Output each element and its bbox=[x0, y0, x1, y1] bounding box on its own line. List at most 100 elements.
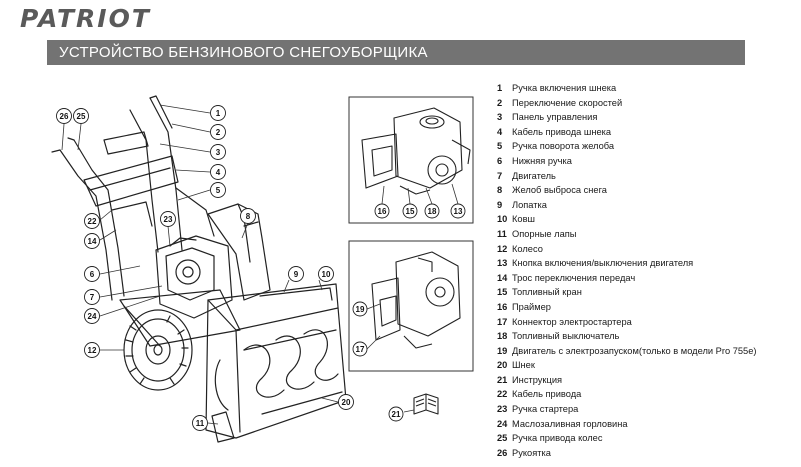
manual-book-icon: 21 bbox=[388, 393, 439, 422]
callout-12-text: 12 bbox=[88, 346, 97, 355]
legend-label: Инструкция bbox=[512, 374, 563, 385]
legend-item: 2 Переключение скоростей bbox=[497, 96, 797, 111]
callout-25-text: 25 bbox=[77, 112, 86, 121]
legend-label: Маслозаливная горловина bbox=[512, 418, 628, 429]
legend-number: 12 bbox=[497, 243, 508, 254]
callout-20: 20 bbox=[338, 394, 354, 410]
callout-1: 1 bbox=[210, 105, 226, 121]
legend-item: 23 Ручка стартера bbox=[497, 402, 797, 417]
callout-23-text: 23 bbox=[164, 215, 173, 224]
callout-26: 26 bbox=[56, 108, 72, 124]
callout-3: 3 bbox=[210, 144, 226, 160]
legend-label: Кабель привода bbox=[512, 389, 582, 400]
callout-20-text: 20 bbox=[342, 398, 351, 407]
callout-3-text: 3 bbox=[216, 148, 221, 157]
legend-label: Праймер bbox=[512, 301, 551, 312]
main-leader-lines bbox=[61, 104, 339, 425]
legend-label: Ручка привода колес bbox=[512, 433, 603, 444]
legend-label: Двигатель с электрозапуском(только в мод… bbox=[512, 345, 757, 356]
callout-18-text: 18 bbox=[428, 207, 437, 216]
legend-number: 17 bbox=[497, 316, 508, 327]
callout-11-text: 11 bbox=[196, 419, 205, 428]
callout-2-text: 2 bbox=[216, 128, 221, 137]
callout-14-text: 14 bbox=[88, 237, 97, 246]
callout-5-text: 5 bbox=[216, 186, 221, 195]
callout-16-text: 16 bbox=[378, 207, 387, 216]
legend-number: 19 bbox=[497, 345, 508, 356]
legend-item: 25 Ручка привода колес bbox=[497, 431, 797, 446]
callout-23: 23 bbox=[160, 211, 176, 227]
legend-item: 16 Праймер bbox=[497, 300, 797, 315]
legend-number: 15 bbox=[497, 287, 508, 298]
callout-7: 7 bbox=[84, 289, 100, 305]
legend-label: Лопатка bbox=[512, 199, 547, 210]
legend-number: 24 bbox=[497, 418, 508, 429]
legend-number: 6 bbox=[497, 155, 503, 166]
callout-22: 22 bbox=[84, 213, 100, 229]
legend-label: Рукоятка bbox=[512, 447, 551, 458]
engine-illustration bbox=[155, 235, 233, 319]
legend-label: Ручка поворота желоба bbox=[512, 141, 615, 152]
callout-13: 13 bbox=[450, 203, 466, 219]
callout-17-text: 17 bbox=[356, 345, 365, 354]
legend-label: Кнопка включения/выключения двигателя bbox=[512, 258, 694, 269]
callout-24: 24 bbox=[84, 308, 100, 324]
callout-16: 16 bbox=[374, 203, 390, 219]
legend-number: 9 bbox=[497, 199, 503, 210]
callout-2: 2 bbox=[210, 124, 226, 140]
auger-illustration bbox=[214, 329, 343, 415]
legend-item: 19 Двигатель с электрозапуском(только в м… bbox=[497, 344, 797, 359]
legend-label: Ручка стартера bbox=[512, 404, 579, 415]
callout-21: 21 bbox=[388, 406, 404, 422]
legend-label: Опорные лапы bbox=[512, 228, 577, 239]
callout-21-text: 21 bbox=[392, 410, 401, 419]
legend-label: Топливный выключатель bbox=[512, 331, 620, 342]
engine-inset-top: 16 15 18 13 bbox=[348, 96, 474, 224]
callout-5: 5 bbox=[210, 182, 226, 198]
legend-item: 13 Кнопка включения/выключения двигателя bbox=[497, 256, 797, 271]
callout-1-text: 1 bbox=[216, 109, 221, 118]
legend-item: 22 Кабель привода bbox=[497, 387, 797, 402]
legend-label: Переключение скоростей bbox=[512, 97, 623, 108]
legend-number: 3 bbox=[497, 112, 503, 123]
legend-number: 25 bbox=[497, 433, 508, 444]
callout-10-text: 10 bbox=[322, 270, 331, 279]
engine-inset-bottom: 19 17 bbox=[348, 240, 474, 372]
callout-9-text: 9 bbox=[294, 270, 299, 279]
legend-item: 1 Ручка включения шнека bbox=[497, 81, 797, 96]
legend-number: 16 bbox=[497, 301, 508, 312]
handlebar-illustration bbox=[51, 95, 215, 301]
legend-label: Двигатель bbox=[512, 170, 556, 181]
section-title: УСТРОЙСТВО БЕНЗИНОВОГО СНЕГОУБОРЩИКА bbox=[47, 40, 745, 65]
legend-number: 21 bbox=[497, 374, 508, 385]
callout-4: 4 bbox=[210, 164, 226, 180]
legend-label: Кабель привода шнека bbox=[512, 126, 612, 137]
legend-number: 8 bbox=[497, 185, 503, 196]
legend-number: 23 bbox=[497, 404, 508, 415]
legend-number: 2 bbox=[497, 97, 503, 108]
callout-24-text: 24 bbox=[88, 312, 97, 321]
callout-10: 10 bbox=[318, 266, 334, 282]
legend-number: 13 bbox=[497, 258, 508, 269]
legend-number: 1 bbox=[497, 83, 503, 93]
callout-8: 8 bbox=[240, 208, 256, 224]
legend-label: Ручка включения шнека bbox=[512, 83, 617, 93]
legend-number: 14 bbox=[497, 272, 508, 283]
legend-label: Желоб выброса снега bbox=[512, 185, 607, 196]
callout-6: 6 bbox=[84, 266, 100, 282]
legend-number: 10 bbox=[497, 214, 508, 225]
legend-number: 22 bbox=[497, 389, 508, 400]
legend-number: 5 bbox=[497, 141, 503, 152]
callout-17: 17 bbox=[352, 341, 368, 357]
